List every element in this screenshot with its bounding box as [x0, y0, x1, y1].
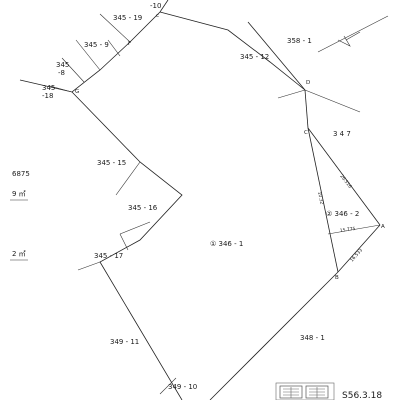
side-notes: 6875 9 ㎡ 2 ㎡: [10, 170, 30, 261]
dimension-c-a: 26.516: [338, 174, 353, 190]
strip-line-1: [99, 13, 131, 43]
tick-345-16: [119, 221, 151, 235]
point-labels: c F G D C A B: [75, 13, 385, 281]
parcel-345-15: 345 - 15: [97, 159, 126, 167]
strip-line-5: [107, 39, 121, 57]
boundary-top-edge: [159, 11, 306, 91]
parcel-349-11: 349 - 11: [110, 338, 139, 346]
boundary-d-to-c: [304, 89, 309, 129]
parcel-345-18-line1: 345: [42, 84, 55, 92]
side-note-area-1: 6875: [12, 170, 30, 178]
boundary-lines: [19, 0, 381, 400]
stamp-date: S56.3.18: [342, 391, 382, 400]
parcel-345-17: 345 - 17: [94, 252, 123, 260]
point-c-top: c: [156, 13, 159, 19]
parcel-346-1: ① 346 - 1: [210, 240, 243, 248]
parcel-345-8-line2: -8: [58, 69, 65, 77]
dimension-c-b: 10.32: [316, 191, 325, 205]
parcel-345-16: 345 - 16: [128, 204, 158, 212]
boundary-347-upper: [304, 89, 361, 113]
parcel-labels: 358 - 1 345 - 12 345 - 19 -10 345 - 9 34…: [42, 2, 359, 391]
dimension-chord: 15.775: [339, 226, 356, 234]
point-d: D: [306, 80, 310, 86]
parcel-346-2: ② 346 - 2: [326, 210, 359, 218]
strip-line-2: [75, 39, 101, 71]
boundary-c-to-b: [307, 127, 339, 273]
tick-345-15: [115, 161, 141, 196]
boundary-a-to-b: [337, 224, 381, 273]
boundary-346-2-chord: [327, 224, 381, 235]
dimension-labels: 26.516 10.32 15.775 16.533: [316, 174, 364, 264]
point-g: G: [75, 89, 79, 95]
side-note-area-2: 9 ㎡: [12, 190, 26, 198]
boundary-b-to-bottom: [209, 271, 339, 400]
north-arrow-icon: [317, 15, 389, 53]
parcel-345-19: 345 - 19: [113, 14, 142, 22]
parcel-345-10: -10: [150, 2, 161, 10]
parcel-347: 3 4 7: [333, 130, 351, 138]
parcel-345-8-line1: 345: [56, 61, 69, 69]
boundary-d-left-tick: [277, 89, 306, 99]
strip-line-3: [61, 57, 85, 83]
stamp-seal-icon: [279, 385, 329, 399]
parcel-358-1: 358 - 1: [287, 37, 312, 45]
boundary-g-down: [71, 91, 183, 400]
point-b: B: [335, 275, 339, 281]
parcel-349-10: 349 - 10: [168, 383, 197, 391]
point-c-right: C: [304, 130, 308, 136]
point-f: F: [128, 41, 131, 47]
boundary-c-to-a: [307, 127, 381, 226]
boundary-358-1: [247, 21, 306, 91]
tick-349-10: [159, 377, 177, 395]
dimension-a-b: 16.533: [349, 248, 364, 264]
parcel-345-12: 345 - 12: [240, 53, 269, 61]
tick-345-17: [119, 233, 129, 251]
parcel-345-9: 345 - 9: [84, 41, 109, 49]
point-a: A: [381, 224, 385, 230]
parcel-348-1: 348 - 1: [300, 334, 325, 342]
boundary-left-strip: [19, 0, 169, 93]
strip-line-4: [49, 85, 73, 93]
tick-349-11: [77, 261, 101, 271]
parcel-345-18-line2: -18: [42, 92, 53, 100]
stamp: S56.3.18: [275, 382, 382, 400]
stamp-box: [275, 382, 335, 400]
side-note-area-3: 2 ㎡: [12, 250, 26, 258]
